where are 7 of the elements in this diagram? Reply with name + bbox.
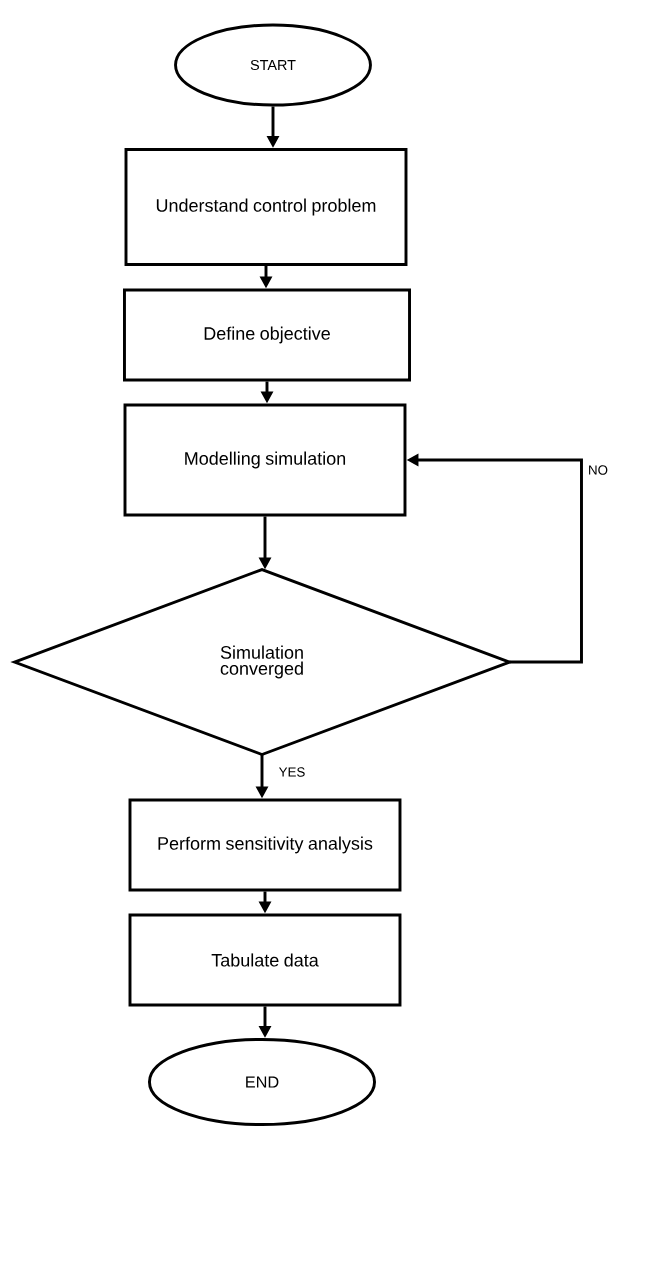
- edge-label: YES: [277, 765, 307, 779]
- process-box: Modelling simulation: [123, 403, 407, 517]
- process-box: Understand control problem: [124, 148, 408, 266]
- process-box: Perform sensitivity analysis: [128, 798, 402, 892]
- process-box: Define objective: [123, 288, 411, 382]
- process-box: Tabulate data: [128, 913, 402, 1007]
- edge-label: NO: [586, 463, 610, 477]
